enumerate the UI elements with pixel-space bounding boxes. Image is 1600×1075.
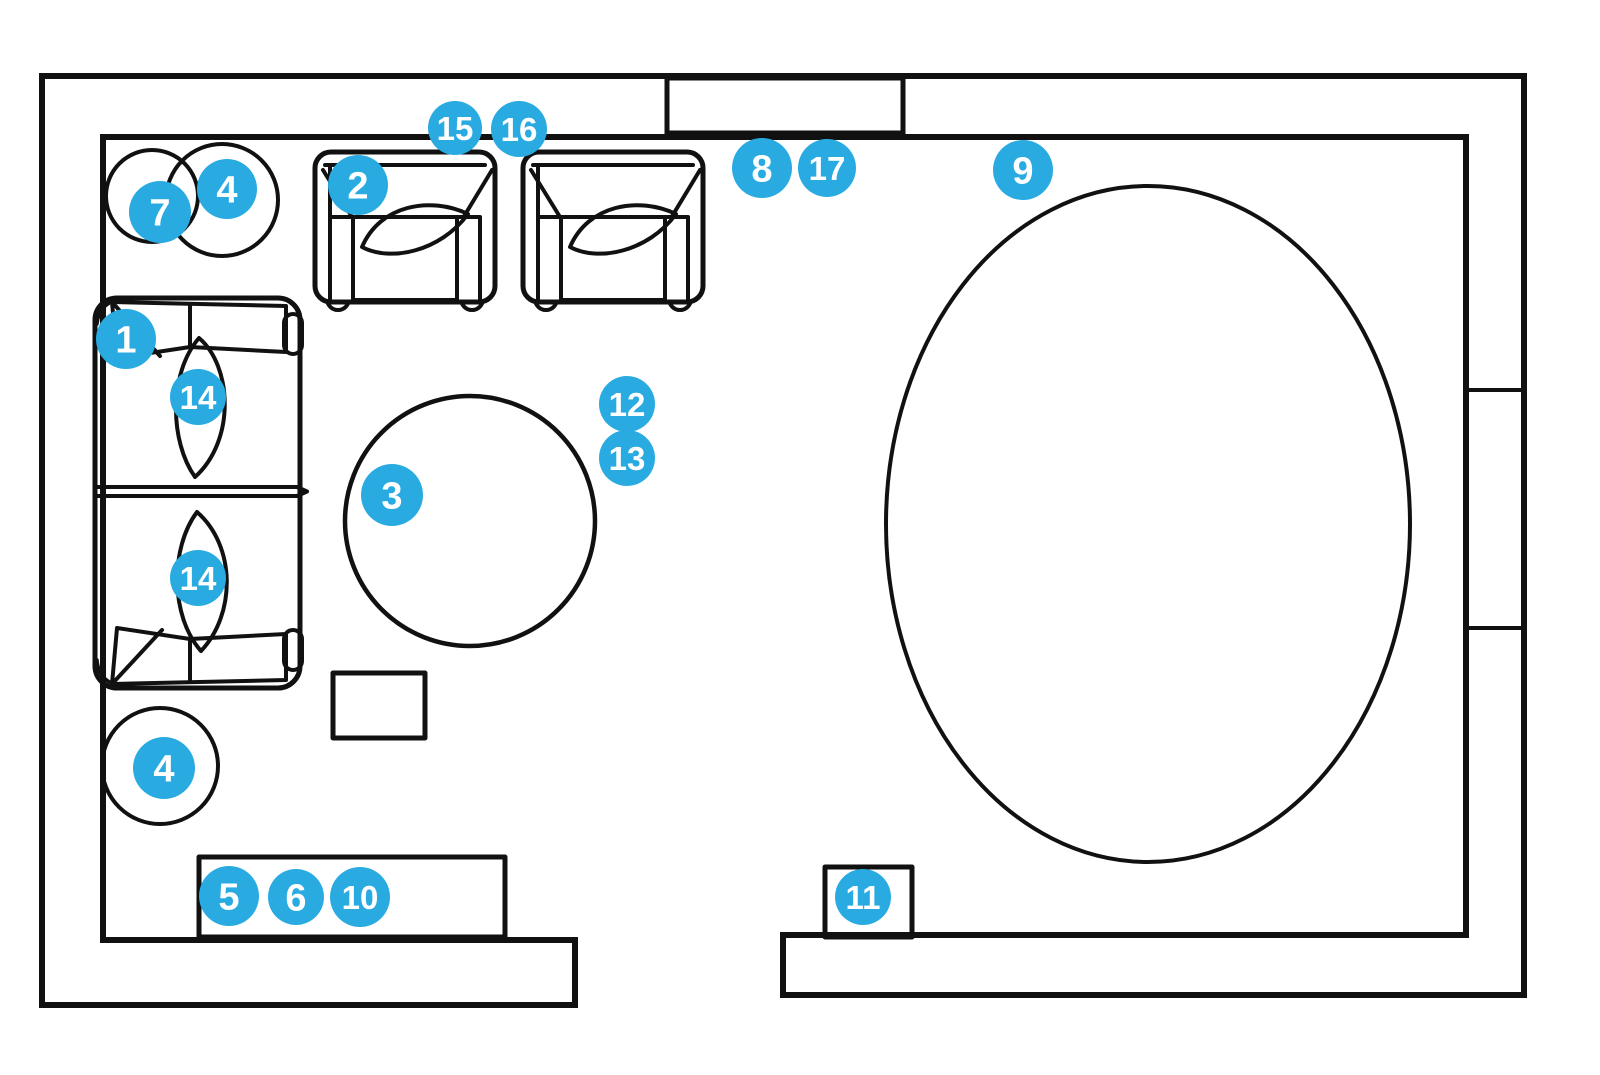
- marker-7-planter-top[interactable]: 7: [129, 181, 191, 243]
- marker-6-console[interactable]: 6: [268, 869, 324, 925]
- marker-3-round-table[interactable]: 3: [361, 464, 423, 526]
- marker-10-console[interactable]: 10: [330, 867, 390, 927]
- marker-12-table-side-circle[interactable]: [599, 376, 655, 432]
- marker-11-floor-box-circle[interactable]: [835, 869, 891, 925]
- marker-3-round-table-circle[interactable]: [361, 464, 423, 526]
- sofa-arm-bottom-roll: [282, 628, 304, 672]
- marker-14-pillow-lower-circle[interactable]: [170, 550, 226, 606]
- marker-4-planter-bottom[interactable]: 4: [133, 737, 195, 799]
- armchair-left-pillow: [360, 203, 470, 256]
- marker-17-wall-top[interactable]: 17: [798, 139, 856, 197]
- marker-15-armchair-circle[interactable]: [428, 101, 482, 155]
- sofa-corner-accents: [95, 297, 126, 688]
- marker-9-rug-circle[interactable]: [993, 140, 1053, 200]
- marker-16-armchair-right-circle[interactable]: [491, 101, 547, 157]
- floor-box: [822, 864, 915, 940]
- marker-8-wall-top-circle[interactable]: [732, 138, 792, 198]
- sofa-arm-top-roll: [282, 312, 304, 356]
- marker-1-sofa-circle[interactable]: [96, 309, 156, 369]
- marker-14-pillow-upper-circle[interactable]: [170, 369, 226, 425]
- marker-9-rug[interactable]: 9: [993, 140, 1053, 200]
- marker-14-pillow-upper[interactable]: 14: [170, 369, 226, 425]
- armchair-right-seat: [559, 215, 667, 302]
- planter-bottom: [100, 706, 220, 826]
- marker-10-console-circle[interactable]: [330, 867, 390, 927]
- sofa-seat-divider: [93, 485, 309, 498]
- marker-14-pillow-lower[interactable]: 14: [170, 550, 226, 606]
- marker-4-planter-top[interactable]: 4: [197, 159, 257, 219]
- console-table: [196, 854, 508, 940]
- square-side-table: [330, 670, 428, 741]
- armchair-right-diagonals: [529, 168, 702, 220]
- furniture: [92, 142, 1412, 940]
- marker-12-table-side[interactable]: 12: [599, 376, 655, 432]
- sofa-arm-bottom: [110, 626, 288, 686]
- marker-15-armchair[interactable]: 15: [428, 101, 482, 155]
- wall-outline: [39, 73, 1527, 1008]
- wall-alcove: [664, 75, 906, 136]
- oval-rug: [884, 184, 1412, 864]
- marker-13-table-side-circle[interactable]: [599, 430, 655, 486]
- marker-2-armchair-left[interactable]: 2: [328, 155, 388, 215]
- marker-4-planter-bottom-circle[interactable]: [133, 737, 195, 799]
- armchair-right-arm-lines: [536, 163, 690, 302]
- sofa-arm-bottom-seams: [110, 628, 192, 686]
- armchair-left-seat: [351, 215, 459, 302]
- sofa-pillow-lower: [175, 510, 229, 653]
- armchair-right-outline: [520, 149, 706, 305]
- round-table: [342, 393, 598, 649]
- marker-7-planter-top-circle[interactable]: [129, 181, 191, 243]
- marker-11-floor-box[interactable]: 11: [835, 869, 891, 925]
- marker-16-armchair-right[interactable]: 16: [491, 101, 547, 157]
- marker-13-table-side[interactable]: 13: [599, 430, 655, 486]
- armchair-right-pillow: [568, 203, 678, 256]
- marker-6-console-circle[interactable]: [268, 869, 324, 925]
- walls: [39, 73, 1527, 1008]
- marker-2-armchair-left-circle[interactable]: [328, 155, 388, 215]
- marker-1-sofa[interactable]: 1: [96, 309, 156, 369]
- marker-5-console[interactable]: 5: [199, 866, 259, 926]
- marker-5-console-circle[interactable]: [199, 866, 259, 926]
- marker-8-wall-top[interactable]: 8: [732, 138, 792, 198]
- marker-4-planter-top-circle[interactable]: [197, 159, 257, 219]
- marker-17-wall-top-circle[interactable]: [798, 139, 856, 197]
- armchair-right: [520, 149, 706, 312]
